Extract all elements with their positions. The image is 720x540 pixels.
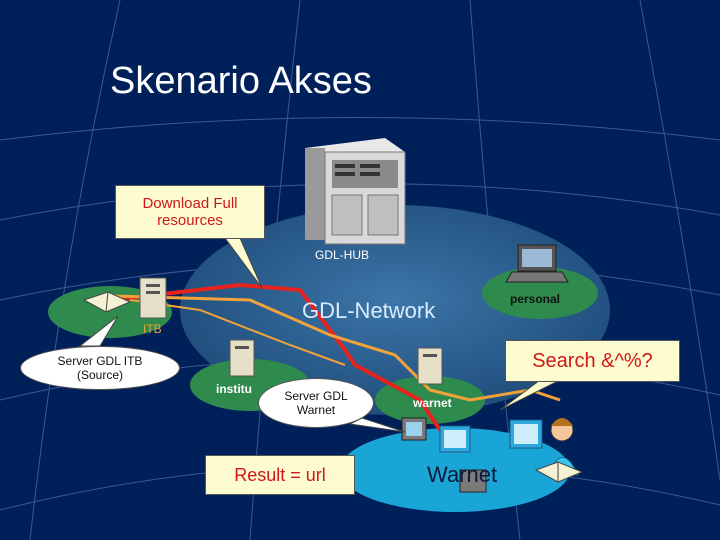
person-book-icon: [534, 461, 584, 483]
server-itb-callout-text: Server GDL ITB (Source): [57, 354, 143, 382]
laptop-icon: [505, 244, 569, 283]
server-warnet-callout-text: Server GDL Warnet: [284, 389, 348, 417]
itb-label: ITB: [143, 322, 162, 336]
gdl-network-label: GDL-Network: [302, 298, 436, 323]
warnet-server-icon: [417, 347, 443, 385]
warnet-label: Warnet: [427, 462, 498, 487]
red-path: [111, 282, 442, 432]
server-itb-callout: Server GDL ITB (Source): [20, 346, 180, 390]
gdl-network-disc: [180, 205, 610, 415]
warnet-small-node: [375, 376, 485, 424]
gdl-hub-label: GDL-HUB: [315, 248, 370, 262]
monitor-icon: [401, 417, 543, 493]
institution-label: institu: [216, 382, 252, 396]
warnet-node: [340, 428, 570, 512]
book-icon: [82, 291, 132, 313]
server-tower-icon: [305, 138, 406, 245]
orange-path: [111, 294, 561, 402]
download-callout: Download Full resources: [115, 185, 265, 239]
server-warnet-callout: Server GDL Warnet: [258, 378, 374, 428]
slide-title: Skenario Akses: [110, 60, 372, 102]
institution-server-icon: [229, 339, 255, 377]
result-callout: Result = url: [205, 455, 355, 495]
itb-server-icon: [139, 277, 167, 319]
search-callout: Search &^%?: [505, 340, 680, 382]
result-callout-text: Result = url: [234, 464, 326, 485]
warnet-small-label: warnet: [413, 396, 452, 410]
personal-label: personal: [510, 292, 561, 306]
search-callout-text: Search &^%?: [532, 349, 653, 372]
download-callout-text: Download Full resources: [142, 195, 238, 229]
